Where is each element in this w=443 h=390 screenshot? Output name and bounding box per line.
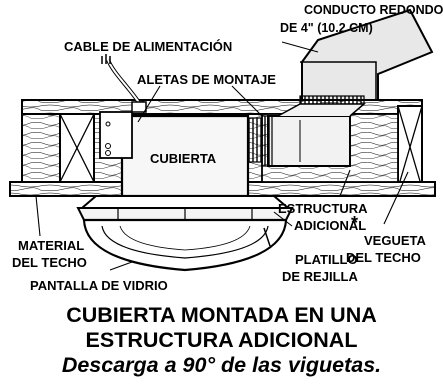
- caption-line2: ESTRUCTURA ADICIONAL: [85, 328, 358, 352]
- label-ceiling-material-line2: DEL TECHO: [12, 255, 87, 270]
- leader-lines: [35, 41, 409, 271]
- label-joist-line1: VEGUETA: [364, 233, 426, 248]
- right-joist-end: [397, 105, 423, 189]
- label-duct-line1: CONDUCTO REDONDO: [304, 3, 443, 17]
- label-power-cable: CABLE DE ALIMENTACIÓN: [64, 39, 232, 54]
- left-joist-end: [59, 113, 95, 183]
- label-grille-plate-line1: PLATILLO: [295, 252, 358, 267]
- label-housing: CUBIERTA: [150, 151, 217, 166]
- housing-box: [99, 111, 263, 198]
- label-glass-shade: PANTALLA DE VIDRIO: [30, 278, 168, 293]
- grille-plate: [76, 195, 294, 221]
- power-cable: [101, 54, 147, 113]
- label-ceiling-material-line1: MATERIAL: [18, 238, 84, 253]
- label-grille-plate-line2: DE REJILLA: [282, 269, 358, 284]
- round-duct: [261, 8, 434, 167]
- caption-line1: CUBIERTA MONTADA EN UNA: [66, 303, 377, 327]
- label-joist-line2: DEL TECHO: [346, 250, 421, 265]
- label-structure-line1: ESTRUCTURA: [278, 201, 368, 216]
- glass-shade: [82, 218, 288, 272]
- caption-line3: Descarga a 90° de las viguetas.: [61, 353, 382, 377]
- label-duct-line2: DE 4" (10.2 CM): [280, 21, 373, 35]
- label-structure-line2: ADICIONAL: [294, 218, 366, 233]
- diagram-drawing: CONDUCTO REDONDO DE 4" (10.2 CM) CABLE D…: [9, 3, 443, 293]
- label-mounting-fins: ALETAS DE MONTAJE: [137, 72, 276, 87]
- label-asterisk: *: [351, 213, 358, 233]
